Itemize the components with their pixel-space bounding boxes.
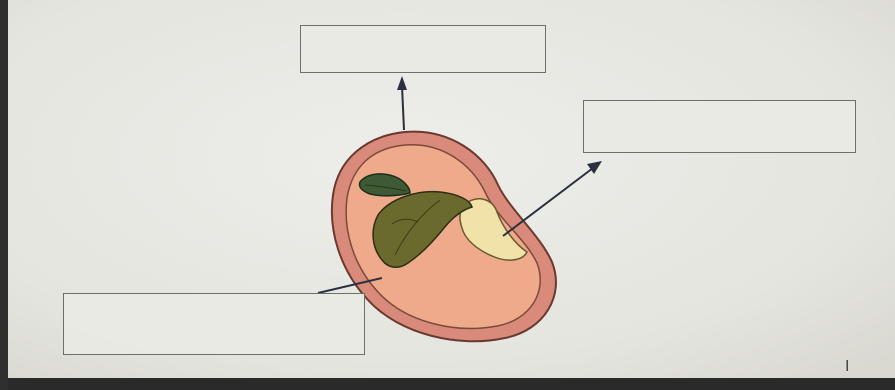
label-box-right[interactable] — [583, 100, 856, 153]
label-box-top[interactable] — [300, 25, 546, 73]
screen-edge-left — [0, 0, 8, 390]
screen-edge-bottom — [0, 378, 895, 390]
page-mark: I — [845, 358, 849, 376]
label-box-bottom-left[interactable] — [63, 293, 365, 355]
